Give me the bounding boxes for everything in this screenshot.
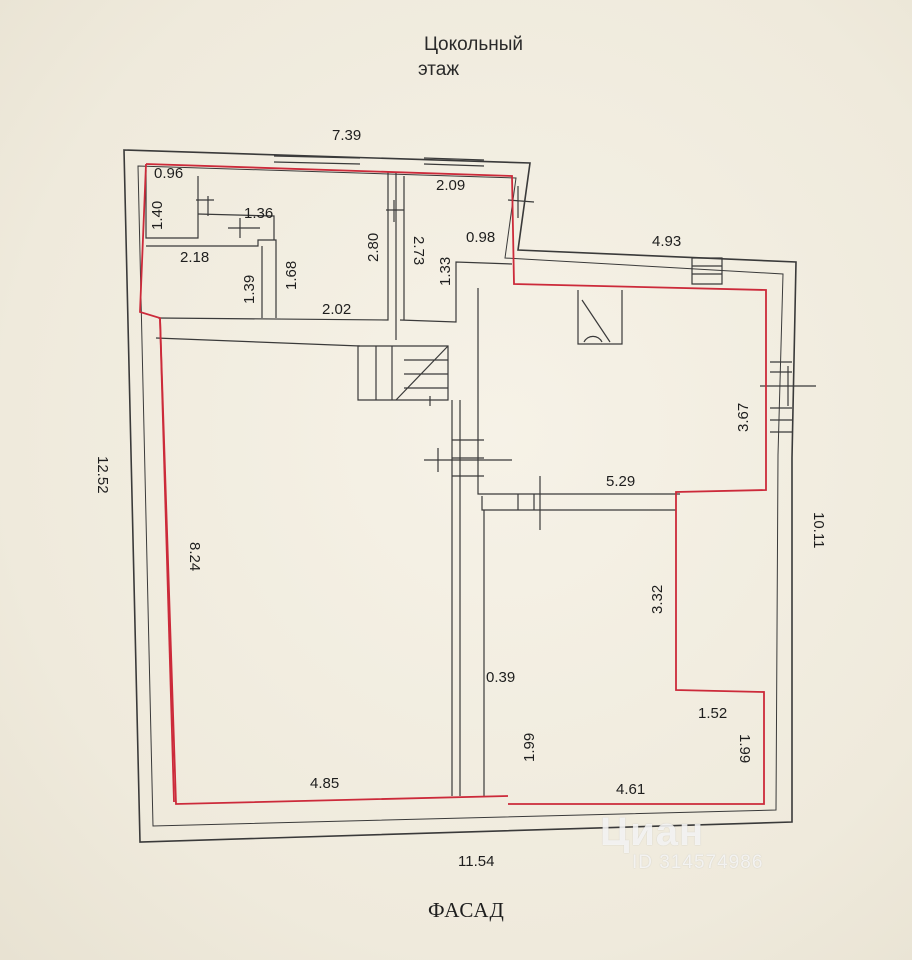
dim-mid-room-height: 3.67 xyxy=(735,403,752,432)
dim-top-right-width: 2.09 xyxy=(436,177,465,194)
dim-bottom-width: 11.54 xyxy=(458,853,494,870)
dim-left-height: 12.52 xyxy=(94,456,111,494)
watermark: Циан ID 314574986 xyxy=(600,812,830,874)
dim-top-right-height: 1.33 xyxy=(437,257,454,286)
dim-bath-height: 1.40 xyxy=(149,201,166,230)
dim-low-room-height: 3.32 xyxy=(649,585,666,614)
dim-hall-width: 1.36 xyxy=(244,205,273,222)
watermark-id: ID 314574986 xyxy=(632,852,764,873)
living-area-outlines xyxy=(139,163,767,805)
dim-closet-height: 1.39 xyxy=(241,275,258,304)
dim-right-step: 4.93 xyxy=(652,233,681,250)
interior-walls xyxy=(145,155,816,796)
dim-big-room-width: 4.85 xyxy=(310,775,339,792)
dim-low-room-width: 4.61 xyxy=(616,781,645,798)
facade-label: ФАСАД xyxy=(428,898,505,922)
plan-title-line-2: этаж xyxy=(418,59,460,80)
watermark-logo: Циан xyxy=(600,810,705,854)
dimension-labels: 7.39 12.52 11.54 10.11 4.93 0.96 1.40 1.… xyxy=(94,127,827,870)
outer-walls xyxy=(123,149,797,843)
dim-big-room-height: 8.24 xyxy=(186,542,203,571)
dim-top-width: 7.39 xyxy=(332,127,361,144)
plan-title-line-1: Цокольный xyxy=(424,34,524,55)
dim-closet-width: 2.18 xyxy=(180,249,209,266)
dim-low-room-notch: 1.52 xyxy=(698,705,727,722)
dim-room-height: 2.80 xyxy=(365,233,382,262)
plan-title: Цокольный этаж xyxy=(418,32,524,82)
dim-corridor-height: 2.73 xyxy=(410,236,427,265)
dim-low-room-right: 1.99 xyxy=(736,734,753,763)
dim-low-room-left: 1.99 xyxy=(521,733,538,762)
dim-low-room-offset: 0.39 xyxy=(486,669,515,686)
dim-right-height: 10.11 xyxy=(810,512,827,548)
dim-mid-room-width: 5.29 xyxy=(606,473,635,490)
dim-hall-height: 1.68 xyxy=(283,261,300,290)
dim-top-right-step: 0.98 xyxy=(466,229,495,246)
dim-bath-width: 0.96 xyxy=(154,165,183,182)
dim-room-width: 2.02 xyxy=(322,301,351,318)
